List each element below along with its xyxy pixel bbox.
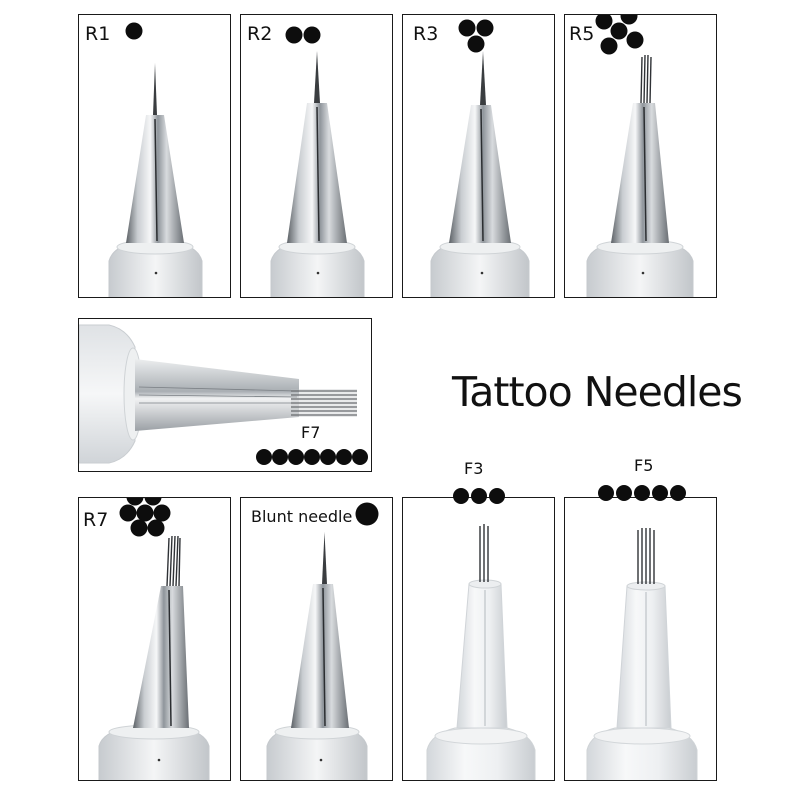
panel-r7: R7: [78, 497, 231, 781]
needle-label-r1: R1: [85, 23, 111, 45]
needle-cartridge-f7-image: [79, 324, 357, 464]
needle-cartridge-blunt-image: [266, 532, 368, 780]
needle-label-r3: R3: [413, 23, 439, 45]
panel-r3: R3: [402, 14, 555, 298]
flat-5-dots-icon: [598, 485, 686, 501]
needle-cartridge-r2-image: [270, 51, 365, 297]
panel-blunt-needle: Blunt needle: [240, 497, 393, 781]
needle-cartridge-r1-image: [108, 63, 203, 297]
panel-r2: R2: [240, 14, 393, 298]
needle-cartridge-r5-image: [586, 54, 694, 297]
panel-f3: [402, 497, 555, 781]
needle-label-f3: F3: [464, 459, 484, 478]
needle-cartridge-r3-image: [430, 51, 530, 297]
needle-cartridge-f3-image: [426, 524, 536, 780]
flat-3-dots-icon: [453, 488, 505, 504]
round-liner-3-dots-icon: [458, 19, 494, 53]
flat-7-dots-icon: [256, 449, 368, 465]
needle-cartridge-f5-image: [586, 528, 698, 780]
needle-cartridge-r7-image: [98, 535, 210, 780]
needle-label-f5: F5: [634, 456, 654, 475]
page-title: Tattoo Needles: [452, 368, 743, 416]
panel-r5: R5: [564, 14, 717, 298]
panel-f7: F7: [78, 318, 372, 472]
panel-f5: [564, 497, 717, 781]
needle-label-blunt: Blunt needle: [251, 507, 353, 526]
needle-label-f7: F7: [301, 423, 321, 442]
blunt-needle-dot-icon: [355, 502, 379, 526]
round-liner-5-dots-icon: [595, 15, 644, 55]
needle-label-r7: R7: [83, 509, 109, 531]
round-liner-2-dots-icon: [285, 26, 321, 44]
needle-label-r2: R2: [247, 23, 273, 45]
needle-label-r5: R5: [569, 23, 595, 45]
round-liner-1-dots-icon: [125, 22, 143, 40]
panel-r1: R1: [78, 14, 231, 298]
round-liner-7-dots-icon: [119, 498, 171, 537]
